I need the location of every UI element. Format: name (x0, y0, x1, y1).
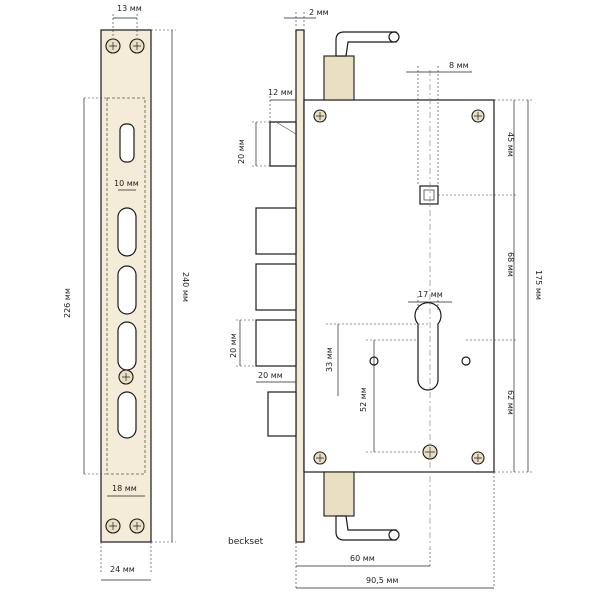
dim-body-height: 175 мм (534, 270, 543, 300)
strike-inner-recess (106, 97, 146, 475)
screw-icon (118, 369, 134, 385)
bottom-rod-housing (323, 471, 355, 517)
screw-icon (313, 451, 327, 465)
screw-icon (129, 518, 145, 534)
screw-icon (129, 38, 145, 54)
lock-case (303, 99, 495, 473)
dim-bolt-projection: 20 мм (258, 371, 283, 380)
strike-bolt-slot (117, 207, 137, 257)
dim-total-depth: 90,5 мм (366, 576, 398, 585)
dim-cylinder-width: 17 мм (418, 290, 443, 299)
dim-strike-slot-width: 10 мм (114, 179, 139, 188)
strike-dimension-lines (83, 14, 176, 581)
dead-bolt (255, 319, 297, 367)
bottom-rod (323, 471, 400, 541)
dim-strike-total-length: 240 мм (181, 272, 190, 302)
latch-bolt-body (269, 121, 297, 167)
dim-strike-screw-spacing: 13 мм (117, 4, 142, 13)
dim-spindle-from-top: 45 мм (506, 132, 515, 157)
dim-spindle-offset: 8 мм (449, 61, 469, 70)
strike-plate (100, 29, 152, 543)
lock-body (295, 29, 495, 548)
screw-icon (471, 109, 485, 123)
screw-icon (105, 518, 121, 534)
dead-bolt (255, 207, 297, 255)
dim-bolt-height: 20 мм (229, 333, 238, 358)
latch-bolt (269, 121, 297, 167)
top-rod-lever (335, 31, 397, 57)
lock-dimension-lines (236, 12, 532, 589)
strike-latch-slot (119, 123, 135, 163)
cylinder-hole (414, 302, 442, 391)
spindle-hole (423, 189, 435, 201)
strike-bolt-slot (117, 321, 137, 371)
dim-spindle-to-cylinder: 68 мм (506, 252, 515, 277)
bottom-rod-lever (335, 515, 397, 541)
dead-bolt (255, 263, 297, 311)
backset-caption: beckset (228, 537, 264, 547)
dim-strike-width: 24 мм (110, 565, 135, 574)
strike-bolt-slot (117, 391, 137, 439)
dim-faceplate-thickness: 2 мм (309, 8, 329, 17)
lock-faceplate (295, 29, 305, 543)
screw-icon (313, 109, 327, 123)
dim-cylinder-to-bottom: 62 мм (506, 390, 515, 415)
spindle-square (419, 185, 439, 205)
dim-cylinder-offset-a: 33 мм (325, 347, 334, 372)
top-rod (323, 31, 400, 101)
strike-bolt-slot (117, 265, 137, 315)
dim-strike-lower-slot: 18 мм (112, 484, 137, 493)
dim-latch-height: 20 мм (237, 139, 246, 164)
guard-bolt (267, 391, 297, 437)
dim-backset: 60 мм (350, 554, 375, 563)
dim-latch-projection: 12 мм (268, 88, 293, 97)
screw-icon (471, 451, 485, 465)
cylinder-fixing-hole (461, 356, 471, 366)
dim-cylinder-offset-b: 52 мм (359, 387, 368, 412)
dim-strike-inner-length: 226 мм (63, 288, 72, 318)
screw-icon (105, 38, 121, 54)
top-rod-housing (323, 55, 355, 101)
